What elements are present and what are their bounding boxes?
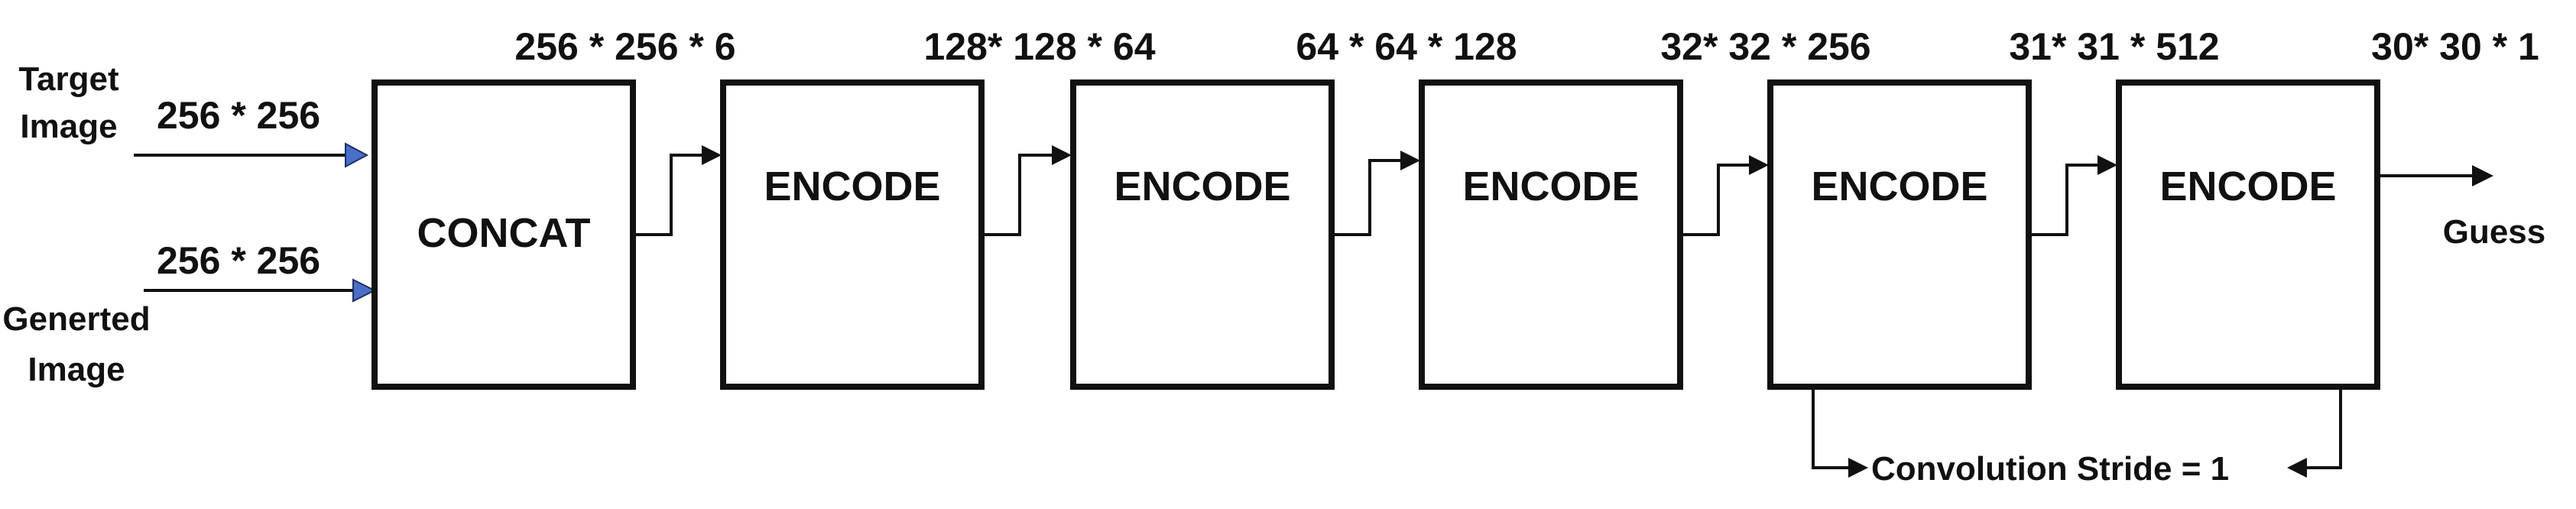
dim-label-4: 32* 32 * 256: [1660, 25, 1870, 68]
encode-block-5: ENCODE: [2116, 79, 2380, 390]
dim-label-3: 64 * 64 * 128: [1296, 25, 1517, 68]
concat-block-label: CONCAT: [417, 210, 591, 256]
stride-note: Convolution Stride = 1: [1871, 450, 2229, 488]
encode-block-label: ENCODE: [1811, 164, 1987, 209]
connector-arrow-4: [1680, 155, 1769, 236]
dim-label-1: 256 * 256 * 6: [514, 25, 735, 68]
dim-label-6: 30* 30 * 1: [2371, 25, 2539, 68]
encode-block-4: ENCODE: [1767, 79, 2032, 390]
encode-block-2: ENCODE: [1070, 79, 1335, 390]
target-image-label: Target Image: [18, 60, 119, 145]
encode-block-label: ENCODE: [1462, 164, 1639, 209]
dim-label-5: 31* 31 * 512: [2009, 25, 2219, 68]
generated-image-label: Generted Image: [2, 300, 150, 388]
output-arrow: [2377, 165, 2493, 186]
connector-arrow-2: [981, 145, 1072, 236]
encode-block-label: ENCODE: [2159, 164, 2336, 209]
concat-block: CONCAT: [371, 79, 636, 390]
connector-arrow-3: [1332, 151, 1420, 236]
connector-arrow-5: [2029, 155, 2117, 236]
connector-arrow-1: [633, 145, 722, 236]
output-label: Guess: [2443, 213, 2546, 251]
target-image-size: 256 * 256: [157, 94, 320, 137]
generated-image-label-line1: Generted: [2, 300, 150, 338]
generated-image-size: 256 * 256: [157, 239, 320, 282]
target-image-label-line2: Image: [20, 108, 117, 145]
encode-block-label: ENCODE: [764, 164, 940, 209]
target-input-arrow: [134, 142, 369, 168]
target-image-label-line1: Target: [18, 60, 119, 98]
stride-bracket-left: [1812, 387, 1868, 478]
encode-block-label: ENCODE: [1114, 164, 1290, 209]
generated-input-arrow: [144, 278, 377, 303]
encode-block-3: ENCODE: [1419, 79, 1683, 390]
encode-block-1: ENCODE: [720, 79, 985, 390]
dim-label-2: 128* 128 * 64: [923, 25, 1155, 68]
generated-image-label-line2: Image: [28, 351, 125, 388]
stride-bracket-right: [2287, 387, 2342, 478]
